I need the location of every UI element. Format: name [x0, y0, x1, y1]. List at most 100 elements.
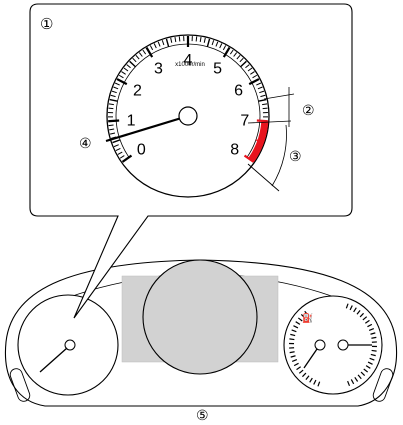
minor-tick [257, 86, 263, 90]
fuel-gauge-tick [305, 375, 310, 381]
scale-label-3: 3 [154, 60, 163, 77]
scale-label-2: 2 [133, 83, 142, 100]
minor-tick [251, 155, 257, 159]
fuel-gauge-tick [364, 319, 370, 324]
minor-tick [109, 128, 115, 131]
right-gauge [283, 295, 383, 395]
fuel-gauge-tick [289, 351, 295, 354]
fuel-gauge-tick [363, 368, 369, 373]
minor-tick [259, 90, 265, 94]
minor-tick [250, 71, 255, 75]
fuel-gauge-tick [345, 303, 349, 309]
major-tick [222, 47, 231, 58]
leader-line-redline [247, 163, 280, 192]
fuel-gauge-tick [291, 329, 297, 333]
fuel-gauge-tick [357, 374, 362, 380]
minor-tick [199, 36, 202, 43]
minor-tick [239, 57, 244, 63]
minor-tick [260, 132, 267, 135]
minor-tick [117, 151, 123, 155]
fuel-gauge-tick [293, 325, 299, 329]
center-speedometer [142, 259, 258, 375]
minor-tick [174, 36, 177, 43]
major-tick [256, 119, 268, 123]
callout-number-4: ④ [79, 135, 92, 151]
leader-line-red-start [247, 120, 292, 124]
callout-number-3: ③ [289, 148, 302, 164]
callout-number-5: ⑤ [196, 407, 209, 423]
minor-tick [113, 144, 119, 148]
minor-tick [240, 60, 247, 68]
minor-tick [262, 124, 268, 127]
minor-tick [206, 38, 211, 47]
fuel-gauge-tick [354, 376, 359, 382]
minor-tick [233, 52, 238, 57]
fuel-gauge-tick [367, 323, 373, 328]
left-gauge-hub [64, 339, 76, 351]
fuel-gauge-tick [290, 333, 296, 337]
fuel-gauge-tick [362, 316, 368, 321]
minor-tick [222, 45, 227, 51]
redzone-arc-marker [271, 124, 287, 187]
fuel-gauge-tick [349, 305, 353, 311]
tachometer-ticks [107, 36, 269, 163]
tachometer-needle [105, 114, 189, 143]
fuel-gauge-tick [313, 379, 317, 385]
annotation-lines: ② ③ ④ ⑤ [79, 87, 315, 423]
minor-tick [108, 124, 114, 127]
minor-tick [255, 147, 261, 152]
fuel-gauge-tick [309, 377, 313, 383]
minor-tick [123, 67, 129, 72]
fuel-gauge-tick [371, 349, 377, 352]
fuel-gauge-tick [293, 362, 299, 367]
minor-tick [178, 36, 181, 42]
scale-label-5: 5 [213, 60, 222, 77]
minor-tick [236, 54, 241, 60]
fuel-gauge-tick [297, 317, 303, 322]
fuel-gauge-tick [368, 327, 375, 331]
minor-tick [153, 43, 157, 49]
fuel-gauge-tick [350, 379, 355, 385]
minor-tick [113, 86, 119, 90]
fuel-gauge-tick [298, 369, 304, 374]
minor-tick [111, 90, 117, 94]
minor-tick [258, 98, 267, 102]
minor-tick [142, 49, 147, 55]
major-tick [116, 78, 128, 86]
minor-tick [126, 64, 131, 69]
minor-tick [135, 54, 140, 60]
cluster-outline [4, 259, 398, 407]
temp-gauge-hub [337, 339, 349, 351]
fuel-gauge-tick [347, 380, 351, 387]
fuel-gauge-tick [370, 353, 376, 357]
scale-label-7: 7 [240, 113, 249, 130]
fuel-gauge-tick [365, 365, 371, 369]
instrument-cluster: ⛽ [4, 259, 398, 407]
minor-tick [259, 136, 265, 139]
minor-tick [108, 103, 114, 106]
fuel-gauge-tick [369, 357, 375, 361]
scale-label-0: 0 [137, 142, 146, 159]
tachometer-unit: x1000r/min [175, 62, 205, 68]
major-tick [108, 119, 120, 123]
fuel-pump-icon: ⛽ [302, 312, 313, 323]
fuel-gauge-tick [296, 366, 302, 371]
minor-tick [215, 41, 219, 47]
tachometer-hub [178, 106, 198, 126]
minor-tick [203, 37, 206, 43]
scale-label-4: 4 [184, 52, 193, 69]
fuel-gauge-tick [367, 361, 373, 365]
minor-tick [170, 37, 173, 43]
minor-tick [115, 147, 121, 152]
minor-tick [118, 74, 124, 79]
right-side-vent [372, 368, 394, 402]
minor-tick [211, 40, 215, 46]
minor-tick [165, 38, 170, 47]
minor-tick [109, 98, 118, 102]
minor-tick [257, 144, 263, 148]
fuel-gauge-tick [300, 314, 306, 319]
minor-tick [132, 57, 137, 63]
minor-tick [112, 139, 121, 144]
fuel-gauge-tick [370, 332, 376, 335]
